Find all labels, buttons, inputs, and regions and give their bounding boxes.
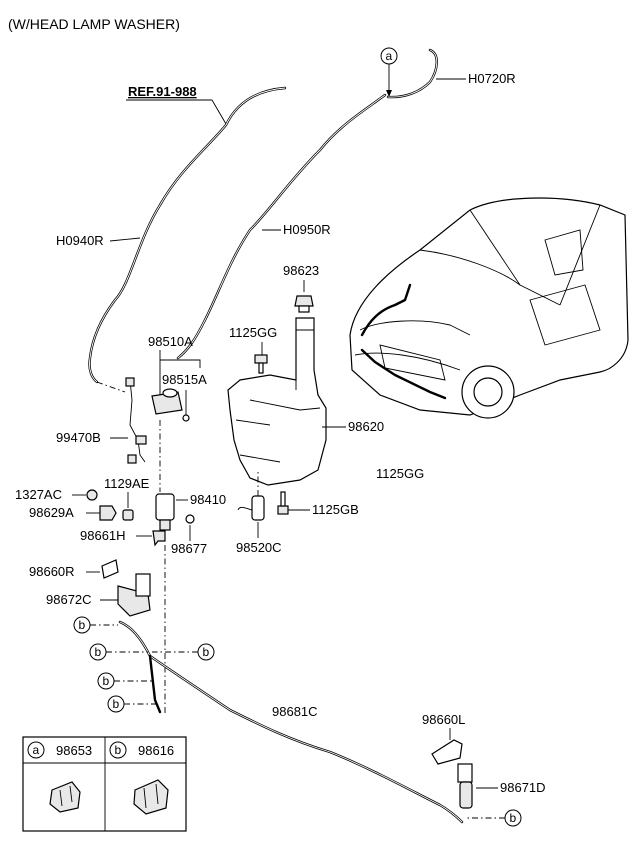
svg-text:b: b [79, 618, 86, 632]
part-98620-reservoir [227, 317, 327, 486]
ref-label: REF.91-988 [128, 84, 197, 99]
part-98623-cap [294, 295, 314, 313]
part-1125gb-bolt [277, 491, 289, 515]
part-98410-motor [155, 493, 175, 531]
leader-98510a [159, 350, 201, 368]
legend-b-circle [109, 741, 127, 759]
label-98677: 98677 [171, 541, 207, 556]
legend-table: a 98653 b 98616 [22, 736, 187, 832]
label-98620: 98620 [348, 419, 384, 434]
legend-a-key: a [33, 743, 40, 757]
part-98510a-pump [151, 388, 183, 415]
legend-b-clip-drawing [133, 779, 169, 815]
part-1327ac-clip [86, 489, 98, 501]
legend-a-circle [27, 741, 45, 759]
label-1129ae: 1129AE [104, 476, 150, 491]
label-h0940r: H0940R [56, 233, 104, 248]
label-98672c: 98672C [46, 592, 92, 607]
label-98661h: 98661H [80, 528, 126, 543]
label-98410: 98410 [190, 492, 226, 507]
callout-a-text: a [386, 49, 393, 63]
hose-h0950r [176, 93, 387, 360]
label-1327ac: 1327AC [15, 487, 62, 502]
label-h0720r: H0720R [468, 71, 516, 86]
legend-a-clip-drawing [49, 781, 81, 813]
callout-b-1: b [73, 616, 118, 634]
vehicle-illustration [349, 197, 629, 419]
label-98671d: 98671D [500, 780, 546, 795]
label-98629a: 98629A [29, 505, 74, 520]
part-98661h-elbow [152, 530, 166, 547]
part-98672c-nozzle [117, 573, 151, 617]
part-99470b-harness [125, 377, 147, 464]
svg-text:b: b [113, 697, 120, 711]
label-98623: 98623 [283, 263, 319, 278]
part-98660r-cover [101, 559, 119, 579]
part-98629a-nut [99, 505, 117, 521]
part-1125gg-bolt [254, 354, 268, 374]
hose-h0720r [386, 48, 438, 99]
dash-h0940r-end [96, 381, 126, 393]
legend-a-part: 98653 [56, 743, 92, 758]
callout-b-3: b [152, 643, 215, 661]
label-98515a: 98515A [162, 372, 207, 387]
part-98677-seal [185, 514, 195, 524]
label-98520c: 98520C [236, 540, 282, 555]
label-99470b: 99470B [56, 430, 101, 445]
label-98660r: 98660R [29, 564, 75, 579]
label-1125gb: 1125GB [312, 502, 359, 517]
hose-h0940r [88, 86, 287, 384]
svg-text:b: b [103, 674, 110, 688]
callout-b-4: b [97, 672, 152, 690]
leader-h0940r [109, 237, 141, 242]
part-98671d-nozzle [457, 763, 473, 809]
label-h0950r: H0950R [283, 222, 331, 237]
svg-text:b: b [203, 645, 210, 659]
legend-b-key: b [115, 743, 122, 757]
part-1129ae-bolt [122, 509, 134, 521]
hose-98681c [118, 620, 464, 824]
label-1125gg-top: 1125GG [229, 325, 277, 340]
callout-b-5: b [107, 695, 158, 713]
part-98520c-sensor [237, 495, 265, 521]
ref-leader [211, 99, 227, 125]
label-1125gg-right: 1125GG [376, 466, 424, 481]
callout-b-6: b [466, 809, 522, 827]
part-98660l-cover [431, 739, 463, 765]
label-98660l: 98660L [422, 712, 465, 727]
svg-text:b: b [510, 811, 517, 825]
legend-b-part: 98616 [138, 743, 174, 758]
label-98681c: 98681C [272, 704, 318, 719]
label-98510a: 98510A [148, 334, 193, 349]
callout-a-arrow [386, 90, 392, 97]
callout-b-2: b [89, 643, 148, 661]
svg-text:b: b [95, 645, 102, 659]
diagram-title: (W/HEAD LAMP WASHER) [8, 16, 180, 32]
part-98515a-grommet [182, 414, 190, 422]
